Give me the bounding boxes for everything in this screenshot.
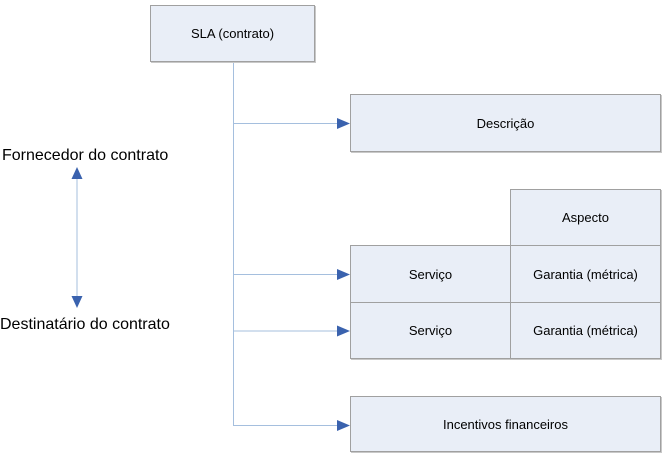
- label-destinatario-do-contrato: Destinatário do contrato: [0, 316, 170, 333]
- node-aspecto: Aspecto: [510, 189, 661, 246]
- node-servico-2: Serviço: [350, 302, 511, 359]
- node-servico-1: Serviço: [350, 245, 511, 303]
- node-garantia-metrica-2: Garantia (métrica): [510, 302, 661, 359]
- trunk-line: [233, 62, 338, 426]
- arrowhead-servico2-icon: [337, 325, 350, 337]
- arrowhead-down-icon: [71, 296, 83, 308]
- label-fornecedor-do-contrato: Fornecedor do contrato: [2, 147, 169, 164]
- arrowhead-servico1-icon: [337, 269, 350, 280]
- node-descricao: Descrição: [350, 94, 661, 152]
- arrowhead-incentivos-icon: [337, 420, 350, 431]
- arrowhead-up-icon: [71, 167, 83, 179]
- node-incentivos-financeiros: Incentivos financeiros: [350, 396, 661, 452]
- node-garantia-metrica-1: Garantia (métrica): [510, 245, 661, 303]
- arrowhead-descricao-icon: [337, 118, 350, 129]
- node-sla-contrato: SLA (contrato): [150, 5, 315, 62]
